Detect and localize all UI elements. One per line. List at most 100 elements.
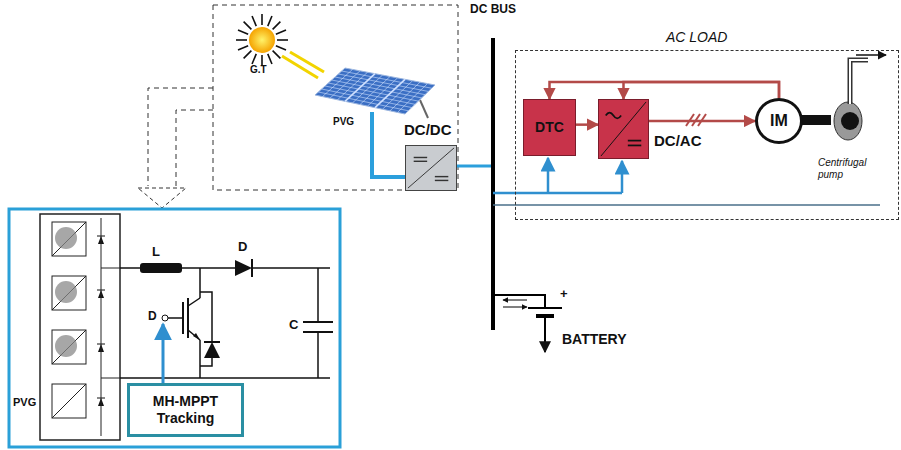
panel-grid: [318, 69, 431, 112]
sun-ray: [236, 39, 247, 41]
flow-arrow: [856, 54, 886, 56]
panel-cell-line: [390, 82, 420, 111]
capacitor-label: C: [289, 318, 298, 333]
pv-wire: [372, 112, 405, 177]
pv-module-diagonal: [52, 276, 86, 310]
block-label: IM: [770, 111, 788, 130]
gate-signal: [162, 324, 165, 383]
pv-panel: [315, 68, 435, 114]
shading-cloud: [55, 227, 77, 249]
panel-cell-line: [338, 72, 368, 100]
signal-arrow: [576, 123, 598, 126]
block-label: DTC: [535, 119, 564, 136]
emitter-arrow: [193, 333, 200, 340]
block-heading: AC LOAD: [666, 29, 727, 45]
leader-line: [148, 88, 213, 186]
panel-cell-line: [330, 71, 360, 98]
polarity-mark: +: [560, 287, 568, 302]
panel-cell-line: [398, 84, 428, 113]
inductor-label: L: [152, 245, 160, 260]
pump-label: Centrifugal pump: [818, 157, 880, 180]
sun-ray: [252, 16, 256, 26]
bus-feed: [493, 192, 622, 195]
pump-pipe: [850, 60, 868, 104]
sun-ray: [238, 30, 248, 34]
inductor: [140, 263, 182, 273]
dtc-block: DTC: [523, 99, 576, 156]
sun-beam: [290, 52, 324, 72]
motor-shaft: [801, 115, 831, 125]
hollow-arrow: [138, 188, 186, 208]
converter-symbol: [406, 146, 456, 190]
pv-module: [52, 276, 86, 310]
dc-bus-line: [491, 38, 495, 330]
dc-dc-converter: DC/DC: [405, 145, 457, 191]
pump-casing: [834, 102, 862, 140]
sun-ray: [276, 30, 286, 34]
sun: [249, 27, 275, 53]
panel-cell-line: [375, 79, 405, 107]
battery-plate: [528, 307, 562, 309]
freewheel-diode: [204, 342, 220, 358]
panel-cell-line: [360, 77, 390, 105]
bus-feed-arrow: [547, 158, 550, 193]
panel-cell-line: [345, 74, 375, 102]
sun-ray: [244, 51, 252, 59]
pv-module-diagonal: [52, 384, 86, 418]
pump-impeller: [841, 112, 859, 130]
shading-cloud: [55, 335, 77, 357]
pv-string: [52, 218, 120, 436]
string-wire: [101, 378, 120, 379]
inverter-symbol: [599, 100, 648, 158]
gate-label: D: [148, 310, 157, 324]
battery-label: BATTERY: [562, 331, 627, 347]
block-heading: DC/AC: [654, 132, 702, 149]
leader-line: [176, 110, 213, 186]
inset-frame: [9, 209, 340, 447]
signal-arrow: [550, 82, 780, 99]
bus-label: DC BUS: [470, 3, 516, 17]
sun-ray: [273, 22, 281, 30]
pv-region: [213, 5, 458, 190]
ground-wire: [544, 316, 546, 352]
bus-feed-arrow: [621, 161, 624, 193]
inset-pv-label: PVG: [13, 396, 36, 409]
induction-motor: IM: [755, 98, 803, 144]
pv-module: [52, 330, 86, 364]
diode: [235, 260, 252, 276]
bus-wire: [457, 165, 493, 168]
sun-ray: [273, 51, 281, 59]
sun-ray: [261, 14, 263, 25]
pv-module-diagonal: [52, 330, 86, 364]
pv-module: [52, 384, 86, 418]
panel-cell-line: [368, 78, 398, 106]
panel-cell-line: [353, 75, 383, 103]
block-heading: DC/DC: [404, 121, 452, 138]
sun-ray: [252, 54, 256, 64]
sun-ray: [238, 46, 248, 50]
pv-module-diagonal: [52, 222, 86, 256]
battery-wire: [493, 295, 545, 308]
sun-rays: [236, 14, 288, 66]
shading-cloud: [55, 281, 77, 303]
flow-arrow: [503, 300, 527, 301]
bus-return: [493, 204, 880, 206]
panel-cell-line: [383, 81, 413, 110]
inverter-block: DC/AC: [598, 99, 649, 159]
sun-ray: [268, 16, 272, 26]
sun-ray: [276, 46, 286, 50]
sun-label: G.T: [250, 64, 267, 76]
pv-string-box: [40, 214, 120, 440]
string-wire: [101, 218, 102, 436]
gate-terminal: [162, 315, 168, 321]
sun-ray: [277, 39, 288, 41]
string-wire: [101, 268, 120, 269]
panel-label: PVG: [333, 116, 354, 128]
ac-load-region: AC LOADDTCDC/ACIM: [515, 50, 899, 220]
diode-label: D: [238, 240, 247, 255]
block-label: MH-MPPT Tracking: [130, 393, 241, 427]
sun-ray: [268, 54, 272, 64]
flow-arrow: [503, 307, 527, 308]
sun-ray: [244, 22, 252, 30]
